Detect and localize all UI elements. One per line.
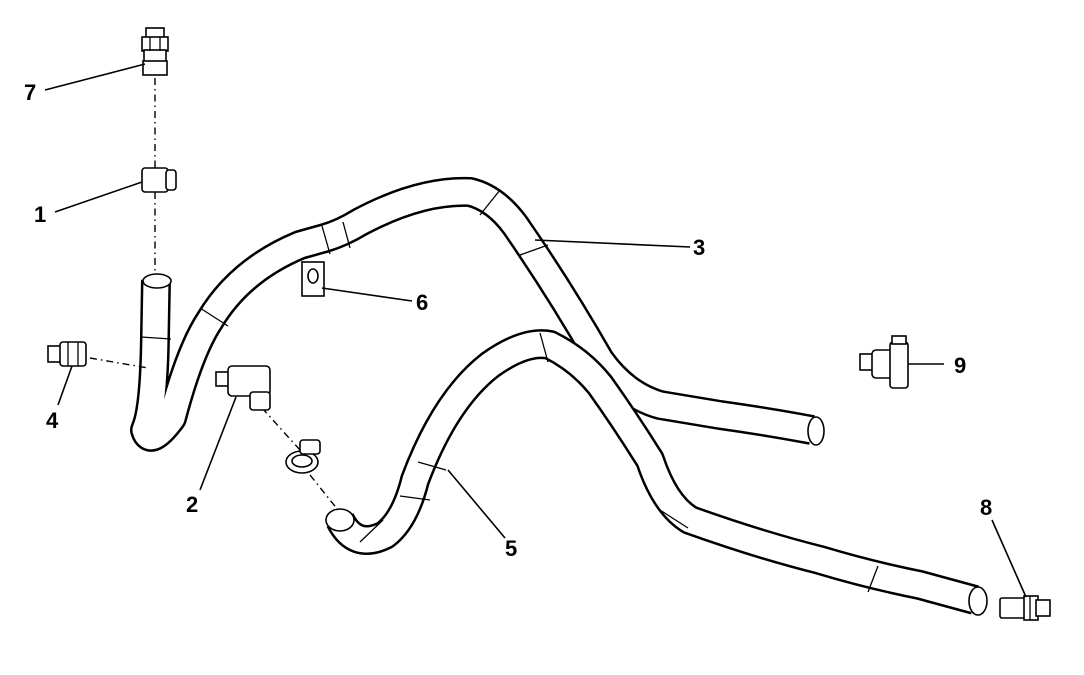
callout-8: 8 xyxy=(980,495,992,520)
hose-3 xyxy=(130,176,825,452)
nut-1 xyxy=(141,167,177,193)
callout-7: 7 xyxy=(24,80,36,105)
hose-clamp xyxy=(285,439,321,474)
leader-8 xyxy=(991,519,1027,598)
callout-1: 1 xyxy=(34,202,46,227)
fitting-7 xyxy=(141,27,169,76)
elbow-2 xyxy=(215,365,271,411)
callout-5: 5 xyxy=(505,536,517,561)
leader-3 xyxy=(534,239,691,248)
centerline-clamp-hose xyxy=(309,474,339,511)
callout-9: 9 xyxy=(954,353,966,378)
leader-2 xyxy=(199,396,237,491)
hose-5-right-end xyxy=(968,586,988,616)
fitting-8 xyxy=(999,595,1051,621)
hose-5-left-end xyxy=(325,508,355,532)
elbow-9 xyxy=(859,335,909,389)
centerline-2-clamp xyxy=(261,407,301,451)
leader-5 xyxy=(447,469,506,539)
callout-2: 2 xyxy=(186,492,198,517)
leader-6 xyxy=(321,287,413,302)
hose-3-right-end xyxy=(807,416,825,446)
callout-4: 4 xyxy=(46,408,59,433)
leader-7 xyxy=(44,63,146,91)
adapter-4 xyxy=(47,341,87,367)
callout-6: 6 xyxy=(416,290,428,315)
hose-5 xyxy=(325,329,988,616)
callout-3: 3 xyxy=(693,235,705,260)
leader-1 xyxy=(54,181,143,213)
bracket-6 xyxy=(301,261,325,297)
leader-4 xyxy=(57,365,73,406)
hose-3-upper-end xyxy=(142,273,172,289)
